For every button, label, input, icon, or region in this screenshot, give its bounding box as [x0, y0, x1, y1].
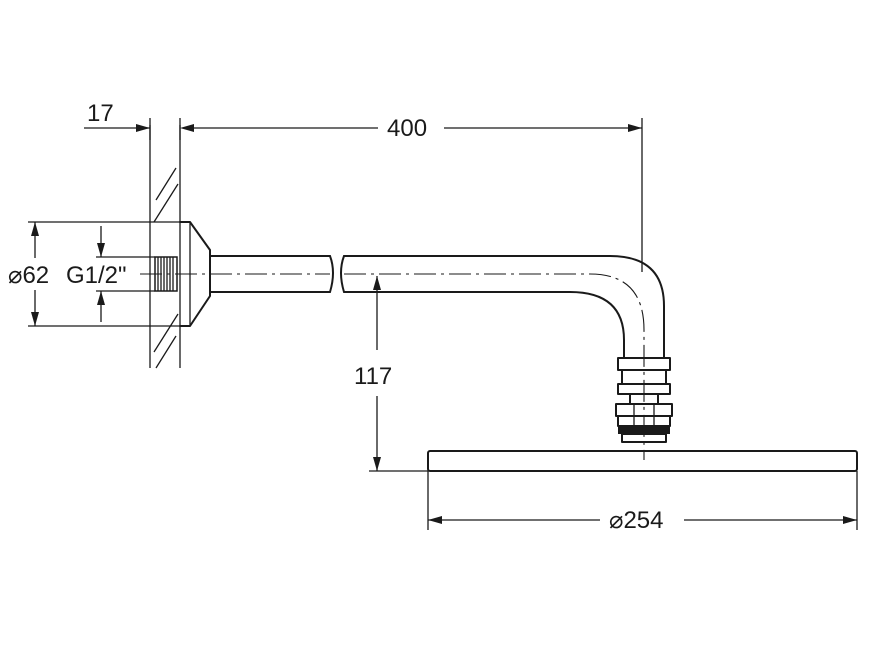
dim-label-flange-diameter: ⌀62 [8, 262, 49, 289]
dim-label-arm-length: 400 [387, 115, 427, 142]
shower-arm [140, 255, 665, 460]
dimension-head-diameter: ⌀254 [427, 471, 858, 534]
dim-label-thread: G1/2" [66, 262, 127, 289]
dimension-arm-length: 400 [194, 115, 643, 272]
dim-label-drop-height: 117 [354, 363, 392, 390]
wall [149, 125, 181, 369]
dimension-flange-diameter: ⌀62 [8, 221, 180, 327]
dimension-wall-thickness: 17 [84, 100, 194, 140]
dim-label-head-diameter: ⌀254 [609, 507, 664, 534]
dimension-drop-height: 117 [354, 276, 428, 472]
dim-label-wall-thickness: 17 [87, 100, 114, 127]
swivel-joint [615, 357, 673, 443]
shower-head [427, 450, 858, 472]
dimension-thread: G1/2" [66, 226, 155, 322]
wall-hatching [153, 167, 179, 369]
